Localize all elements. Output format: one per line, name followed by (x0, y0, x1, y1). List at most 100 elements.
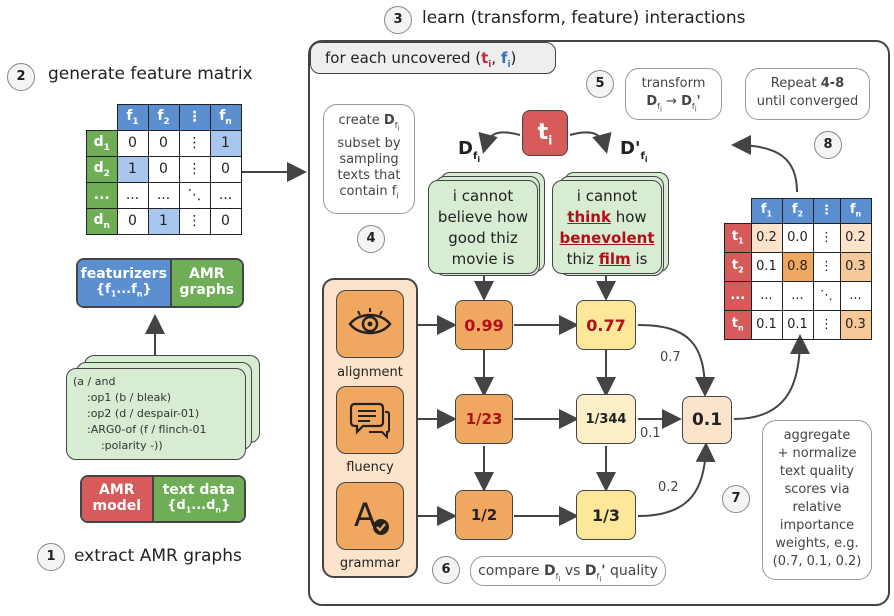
arrow-agg-to-matrix (733, 334, 810, 420)
tab-close: ) (510, 49, 517, 67)
text-span: thiz (566, 250, 594, 268)
matrix-cell: ... (781, 280, 814, 311)
text-data-label: text data (162, 482, 235, 498)
matrix-cell: 0.2 (839, 222, 872, 253)
svg-text:A: A (354, 496, 376, 534)
matrix-cell: 0.8 (781, 251, 814, 282)
text-line: thiz film is (553, 249, 661, 270)
grammar-label: grammar (339, 556, 401, 571)
tab-label: for each uncovered ( (325, 49, 482, 67)
text-line: believe how (437, 208, 529, 226)
feature-col-header: f2 (781, 198, 814, 224)
matrix-cell: 0.1 (750, 309, 783, 340)
d-label-original: Dfi (458, 138, 481, 164)
matrix-cell: ... (839, 280, 872, 311)
alignment-label: alignment (337, 365, 403, 380)
speech-bubbles-icon (349, 402, 390, 440)
matrix-cell: 0 (209, 155, 242, 183)
arrow-ti-left (478, 131, 521, 154)
tab-sep: , (491, 49, 501, 67)
transform-node: ti (522, 110, 568, 156)
matrix-cell: 0.0 (781, 222, 814, 253)
step-1-badge: 1 (37, 543, 65, 571)
bubble-line: subset by (337, 136, 401, 152)
bubble-line: create Dfi (338, 113, 400, 133)
featurizers-cell: featurizers {f1...fn} (78, 260, 170, 306)
matrix-cell: 0 (147, 129, 180, 157)
step-6-badge: 6 (432, 556, 460, 584)
original-text-card: i cannot believe how good thiz movie is (428, 180, 538, 274)
grammar-metric-box: A (336, 482, 404, 550)
matrix-cell: 1 (209, 129, 242, 157)
feature-col-header: f1 (116, 104, 149, 131)
step-2-title: generate feature matrix (48, 64, 253, 84)
alignment-metric-box (336, 290, 404, 358)
changed-word: think (567, 208, 611, 226)
doc-row-header: dn (86, 207, 118, 235)
weight-grammar: 0.2 (658, 480, 679, 495)
matrix-cell: 0 (116, 207, 149, 235)
amr-line: (a / and (73, 375, 116, 388)
tab-feature: fi (500, 49, 511, 70)
feature-matrix: f1 f2 ⋮ fn d1 0 0 ⋮ 1 d2 1 0 ⋮ 0 ... ...… (86, 104, 242, 235)
arrow-repeat (731, 135, 798, 193)
interaction-matrix: f1 f2 ⋮ fn t1 0.2 0.0 ⋮ 0.2 t2 0.1 0.8 ⋮… (724, 198, 872, 340)
text-data-sub: {d1...dn} (167, 498, 231, 515)
bubble-line: weights, e.g. (775, 536, 859, 551)
bubble-line: transform (641, 76, 706, 91)
matrix-cell: ⋮ (178, 207, 211, 235)
matrix-cell: ⋱ (178, 181, 211, 209)
grammar-check-icon: A (354, 496, 389, 535)
amr-code-card: (a / and :op1 (b / bleak) :op2 (d / desp… (66, 368, 246, 460)
transform-row-header: ... (724, 280, 752, 311)
matrix-cell: ⋱ (812, 280, 841, 311)
matrix-cell: 0.3 (839, 309, 872, 340)
fluency-metric-box (336, 386, 404, 454)
text-line: good thiz (448, 229, 518, 247)
create-subset-bubble: create Dfi subset by sampling texts that… (323, 104, 415, 214)
matrix-cell: 1 (116, 155, 149, 183)
score-fluency-transformed: 1/344 (576, 394, 636, 444)
feature-col-header: f2 (147, 104, 180, 131)
matrix-cell: ⋮ (812, 222, 841, 253)
bubble-line: until converged (756, 94, 859, 109)
score-alignment-original: 0.99 (455, 300, 513, 350)
tab-transform: ti (481, 49, 492, 70)
bubble-line: Dfi → Dfi' (646, 94, 701, 114)
repeat-bubble: Repeat 4-8 until converged (745, 68, 870, 120)
matrix-cell: 1 (147, 207, 180, 235)
score-alignment-transformed: 0.77 (576, 300, 636, 350)
matrix-cell: ⋮ (812, 251, 841, 282)
feature-col-header: f1 (750, 198, 783, 224)
eye-icon (348, 308, 392, 335)
matrix-cell: 0.1 (781, 309, 814, 340)
matrix-cell: 0 (116, 129, 149, 157)
amr-line: :op2 (d / despair-01) (73, 407, 200, 420)
changed-word: benevolent (559, 229, 655, 247)
step-5-badge: 5 (586, 70, 614, 98)
text-line: i cannot (452, 187, 514, 205)
transformed-text-card: i cannot think how benevolent thiz film … (552, 180, 662, 274)
arrow-to-agg-1 (637, 324, 715, 397)
matrix-cell: 0.3 (839, 251, 872, 282)
amr-model-text-box: AMR model text data {d1...dn} (80, 475, 246, 523)
amr-graphs-cell: AMR graphs (169, 260, 242, 306)
featurizers-sub: {f1...fn} (95, 282, 152, 299)
transform-row-header: tn (724, 309, 752, 340)
score-fluency-original: 1/23 (455, 394, 513, 444)
weight-fluency: 0.1 (640, 426, 661, 441)
bubble-line: Repeat 4-8 (770, 76, 845, 91)
transform-bubble: transform Dfi → Dfi' (625, 68, 722, 120)
text-line: movie is (451, 250, 515, 268)
matrix-cell: ... (116, 181, 149, 209)
matrix-cell: ⋮ (178, 129, 211, 157)
matrix-cell: ... (750, 280, 783, 311)
bubble-line: importance (779, 518, 855, 533)
d-label-transformed: D'fi (620, 138, 648, 164)
matrix-cell: 0 (209, 207, 242, 235)
step-2-badge: 2 (7, 63, 35, 91)
main-panel (308, 40, 890, 606)
bubble-line: (0.7, 0.1, 0.2) (772, 554, 862, 569)
doc-row-header: ... (86, 181, 118, 209)
